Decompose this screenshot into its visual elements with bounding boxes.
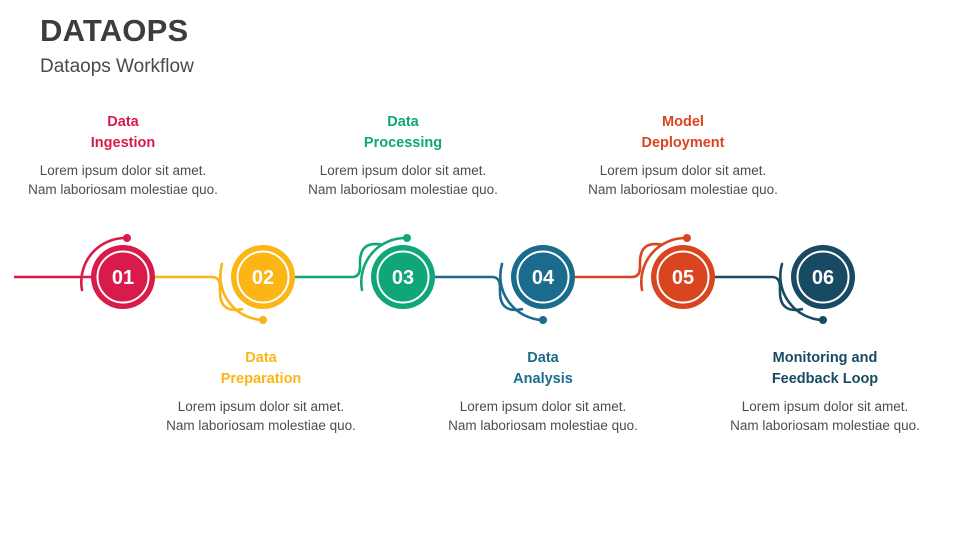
- step-text-01[interactable]: Data Ingestion Lorem ipsum dolor sit ame…: [25, 112, 221, 199]
- step-title-06: Monitoring and Feedback Loop: [727, 348, 923, 389]
- step-description-04: Lorem ipsum dolor sit amet. Nam laborios…: [448, 399, 638, 434]
- step-title-04-line1: Data: [527, 350, 559, 366]
- node-disc-05: [651, 245, 715, 309]
- node-inner-ring-06: [796, 250, 850, 304]
- node-arc-dot-05: [683, 234, 691, 242]
- node-disc-01: [91, 245, 155, 309]
- header: DATAOPS Dataops Workflow: [40, 13, 600, 79]
- step-title-03-line1: Data: [387, 114, 419, 130]
- step-title-01: Data Ingestion: [25, 112, 221, 153]
- node-arc-04: [499, 262, 544, 322]
- step-title-01-line2: Ingestion: [90, 134, 156, 151]
- step-title-02-line2: Preparation: [220, 370, 302, 387]
- page-title: DATAOPS: [40, 13, 189, 48]
- step-title-02: Data Preparation: [163, 348, 359, 389]
- step-title-05-line1: Model: [662, 114, 704, 130]
- page-subtitle: Dataops Workflow: [40, 55, 194, 77]
- step-title-01-line1: Data: [107, 114, 139, 130]
- node-inner-ring-03: [376, 250, 430, 304]
- node-arc-05: [640, 236, 688, 292]
- step-title-04-line2: Analysis: [513, 370, 573, 387]
- step-description-02: Lorem ipsum dolor sit amet. Nam laborios…: [166, 399, 356, 434]
- node-number-02: 02: [252, 267, 274, 289]
- node-arc-02: [219, 262, 264, 322]
- step-text-02[interactable]: Data Preparation Lorem ipsum dolor sit a…: [163, 348, 359, 435]
- step-text-06[interactable]: Monitoring and Feedback Loop Lorem ipsum…: [727, 348, 923, 435]
- node-disc-04: [511, 245, 575, 309]
- step-description-03: Lorem ipsum dolor sit amet. Nam laborios…: [308, 163, 498, 198]
- node-inner-ring-01: [96, 250, 150, 304]
- connector-04-to-05: [575, 242, 664, 279]
- timeline-node-06[interactable]: 06: [779, 245, 855, 324]
- node-arc-dot-04: [539, 316, 547, 324]
- node-number-06: 06: [812, 267, 834, 289]
- step-text-04[interactable]: Data Analysis Lorem ipsum dolor sit amet…: [445, 348, 641, 435]
- step-title-04: Data Analysis: [445, 348, 641, 389]
- node-arc-03: [360, 236, 408, 292]
- step-title-05: Model Deployment: [585, 112, 781, 153]
- timeline-node-03[interactable]: 03: [360, 234, 435, 309]
- node-inner-ring-02: [236, 250, 290, 304]
- node-arc-06: [779, 262, 824, 322]
- node-arc-dot-03: [403, 234, 411, 242]
- node-number-05: 05: [672, 267, 694, 289]
- node-disc-06: [791, 245, 855, 309]
- step-title-05-line2: Deployment: [641, 134, 725, 151]
- timeline-node-04[interactable]: 04: [499, 245, 575, 324]
- step-description-06: Lorem ipsum dolor sit amet. Nam laborios…: [730, 399, 920, 434]
- step-title-06-line2: Feedback Loop: [771, 370, 879, 387]
- node-disc-03: [371, 245, 435, 309]
- step-title-06-line1: Monitoring and: [772, 350, 878, 366]
- timeline-node-01[interactable]: 01: [80, 234, 155, 309]
- step-text-03[interactable]: Data Processing Lorem ipsum dolor sit am…: [305, 112, 501, 199]
- timeline-node-02[interactable]: 02: [219, 245, 295, 324]
- timeline-node-05[interactable]: 05: [640, 234, 715, 309]
- step-description-01: Lorem ipsum dolor sit amet. Nam laborios…: [28, 163, 218, 198]
- node-inner-ring-04: [516, 250, 570, 304]
- node-arc-01: [80, 236, 128, 292]
- node-arc-dot-06: [819, 316, 827, 324]
- node-arc-dot-02: [259, 316, 267, 324]
- node-disc-02: [231, 245, 295, 309]
- node-number-04: 04: [532, 267, 555, 289]
- node-number-01: 01: [112, 267, 134, 289]
- node-number-03: 03: [392, 267, 414, 289]
- node-inner-ring-05: [656, 250, 710, 304]
- step-title-02-line1: Data: [245, 350, 277, 366]
- step-text-05[interactable]: Model Deployment Lorem ipsum dolor sit a…: [585, 112, 781, 199]
- connector-02-to-03: [295, 242, 384, 279]
- node-arc-dot-01: [123, 234, 131, 242]
- step-title-03: Data Processing: [305, 112, 501, 153]
- step-title-03-line2: Processing: [363, 134, 443, 151]
- step-description-05: Lorem ipsum dolor sit amet. Nam laborios…: [588, 163, 778, 198]
